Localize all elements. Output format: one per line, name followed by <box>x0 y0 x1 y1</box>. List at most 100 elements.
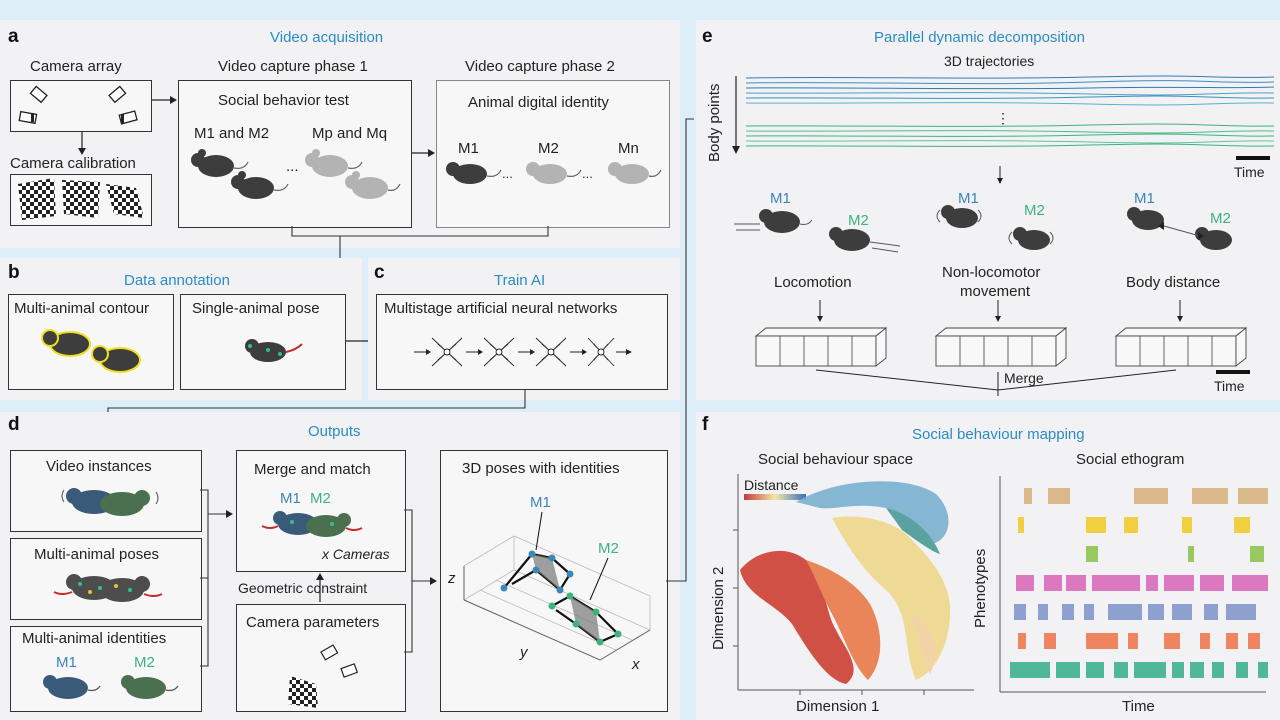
dots-e: ⋮ <box>996 110 1010 126</box>
svg-text:...: ... <box>502 166 513 181</box>
m1m2-label: M1 and M2 <box>194 125 270 142</box>
ethogram-bar <box>1172 604 1192 620</box>
panel-c-title: Train AI <box>494 272 546 289</box>
checkerboard-icons <box>18 178 144 220</box>
camera-icons <box>18 85 138 125</box>
panel-a-letter: a <box>8 26 19 47</box>
e-m2-1: M2 <box>848 212 869 229</box>
ethogram-bar <box>1134 662 1166 678</box>
ethogram-bar <box>1062 604 1074 620</box>
trajectories-plot <box>732 75 1275 160</box>
ethogram-bar <box>1226 604 1256 620</box>
ethogram-bar <box>1114 662 1128 678</box>
time-label-e1: Time <box>1234 164 1265 180</box>
merge-label-e: Merge <box>1004 370 1044 386</box>
trajectories-label: 3D trajectories <box>944 53 1035 69</box>
cam-params-label: Camera parameters <box>246 614 380 631</box>
ethogram-bar <box>1014 604 1026 620</box>
ethogram-bar <box>1018 517 1024 533</box>
ethogram-bar <box>1024 488 1032 504</box>
ethogram-bar <box>1248 633 1260 649</box>
ethogram-bar <box>1258 662 1268 678</box>
pose-mouse <box>245 339 303 362</box>
axis-z: z <box>448 570 456 587</box>
neural-network-icons <box>414 337 632 367</box>
ethogram-bar <box>1056 662 1080 678</box>
ethogram-bar <box>1016 575 1034 591</box>
identities-label: Multi-animal identities <box>22 630 167 647</box>
ethogram-bar <box>1038 604 1048 620</box>
m1-label-d: M1 <box>56 654 77 671</box>
panel-e-title: Parallel dynamic decomposition <box>874 29 1085 46</box>
digital-identity-label: Animal digital identity <box>468 94 609 111</box>
axis-x: x <box>632 656 640 673</box>
ethogram-bar <box>1010 662 1050 678</box>
distance-label: Distance <box>744 477 799 493</box>
arrow-right-icon <box>152 96 177 104</box>
arrow-right-icon-2 <box>412 149 435 157</box>
body-distance-label: Body distance <box>1126 274 1221 291</box>
dim1-label: Dimension 1 <box>796 698 880 715</box>
ethogram-bar <box>1234 517 1250 533</box>
e-m2-2: M2 <box>1024 202 1045 219</box>
ethogram-bar <box>1238 488 1268 504</box>
ethogram-bar <box>1128 633 1138 649</box>
contour-mice <box>41 329 141 373</box>
time-label-e2: Time <box>1214 378 1245 394</box>
poses3d-m1: M1 <box>530 494 551 511</box>
instances-box <box>10 450 202 532</box>
m2-label-a: M2 <box>538 140 559 157</box>
panel-f-title: Social behaviour mapping <box>912 426 1085 443</box>
connector-d-e <box>666 118 694 582</box>
instances-label: Video instances <box>46 458 152 475</box>
svg-text:...: ... <box>582 166 593 181</box>
cam-params-icons <box>288 644 359 708</box>
ethogram-bar <box>1108 604 1142 620</box>
panel-a-title: Video acquisition <box>270 29 384 46</box>
pose-box <box>180 294 346 390</box>
top-strip <box>0 0 1280 12</box>
ethogram-bar <box>1066 575 1086 591</box>
mn-label-a: Mn <box>618 140 639 157</box>
poses-mice <box>53 574 163 602</box>
phase2-box <box>436 80 670 228</box>
networks-label: Multistage artificial neural networks <box>384 300 618 317</box>
ethogram-bar <box>1192 488 1228 504</box>
m2-label-d: M2 <box>134 654 155 671</box>
nonloco-label: Non-locomotor <box>942 264 1041 281</box>
ethogram-bar <box>1084 604 1094 620</box>
ethogram-bar <box>1124 517 1138 533</box>
constraint-label: Geometric constraint <box>238 580 368 596</box>
panel-d-title: Outputs <box>308 423 361 440</box>
merge-box <box>236 450 406 572</box>
panel-f-letter: f <box>702 414 709 435</box>
ethogram-bar <box>1086 517 1106 533</box>
ethogram-bar <box>1190 662 1204 678</box>
ethogram-bar <box>1086 662 1104 678</box>
panel-b-letter: b <box>8 262 20 283</box>
merge-m1: M1 <box>280 490 301 507</box>
merge-m2: M2 <box>310 490 331 507</box>
dim2-label: Dimension 2 <box>710 566 727 650</box>
poses3d-plot <box>463 511 651 661</box>
cameras-label: x Cameras <box>322 546 390 562</box>
ethogram-bar <box>1188 546 1194 562</box>
contour-box <box>8 294 174 390</box>
social-test-label: Social behavior test <box>218 92 349 109</box>
body-points-label: Body points <box>706 83 723 162</box>
identities-mice <box>43 675 179 699</box>
camera-calibration-label: Camera calibration <box>10 155 136 172</box>
ethogram-bar <box>1212 662 1224 678</box>
ethogram-bar <box>1164 633 1180 649</box>
time-label-f: Time <box>1122 698 1155 715</box>
ethogram-bar <box>1086 546 1098 562</box>
ethogram-bar <box>1232 575 1268 591</box>
ethogram-bar <box>1236 662 1248 678</box>
ethogram-bar <box>1182 517 1192 533</box>
arrow-down-e <box>997 166 1003 184</box>
mice-phase2: ... ... <box>446 162 662 184</box>
panel-d-letter: d <box>8 414 20 435</box>
instances-mice <box>61 488 159 516</box>
ethogram-bar <box>1146 575 1158 591</box>
e-m2-3: M2 <box>1210 210 1231 227</box>
